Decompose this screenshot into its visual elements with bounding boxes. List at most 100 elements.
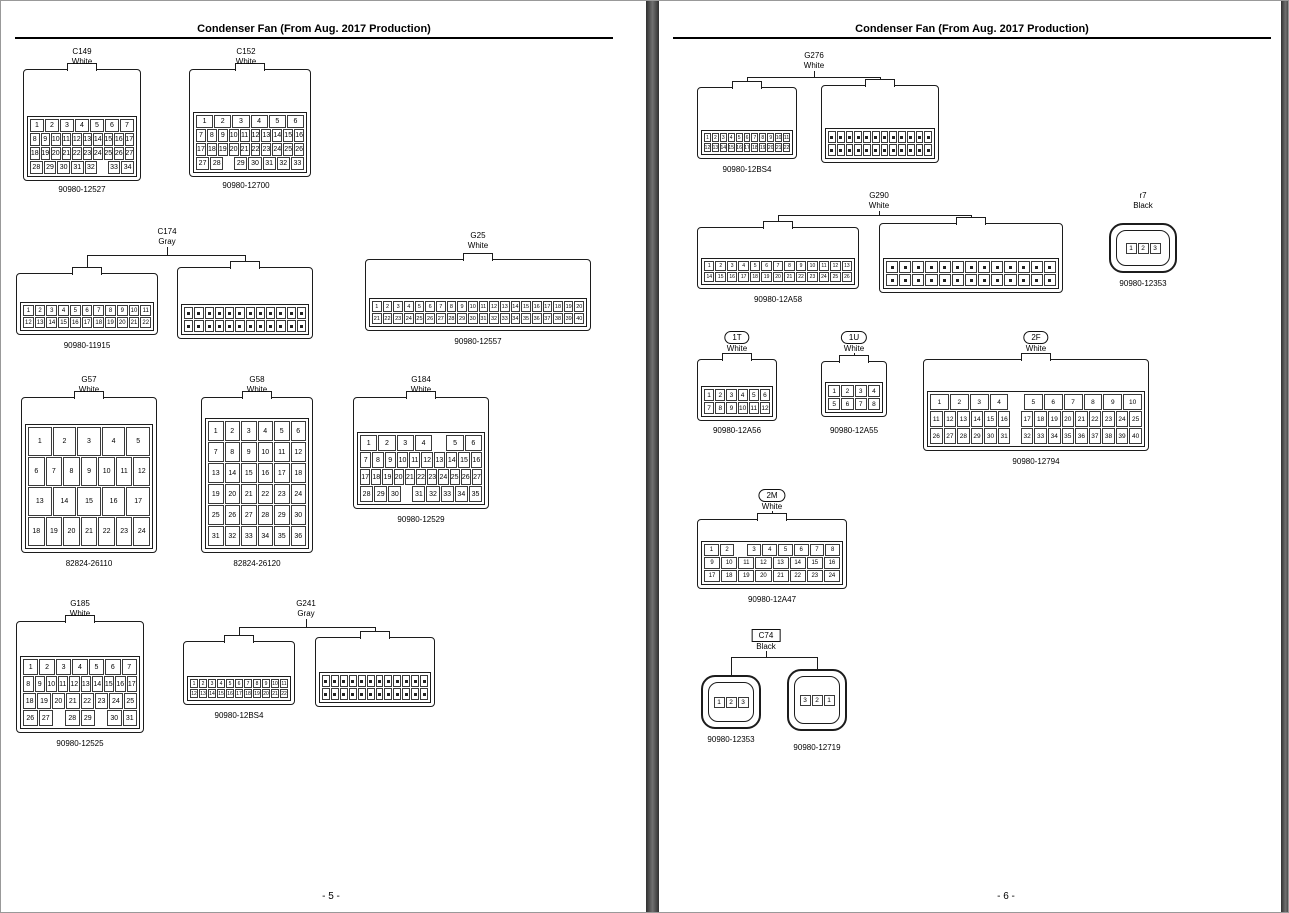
pin-cell: 2 [725,696,737,708]
pin-cell: 26 [841,272,853,282]
pin-cell: 10 [128,305,140,316]
pin-gap [735,544,745,556]
pin-cell: 33 [241,526,257,546]
pin-cell: 26 [460,469,471,485]
connector-id: C174 [157,227,177,236]
pin-cell: 29 [457,313,467,324]
pin-slot [871,131,880,143]
pin-cell: 21 [128,317,140,328]
part-number: 90980-12527 [58,185,106,194]
pin-cell: 1 [704,133,711,142]
pin-cell: 17 [542,301,553,312]
pin-cell: 10 [775,133,783,142]
pin-dot [1008,278,1012,282]
pin-cell: 4 [727,133,735,142]
pin-dot [903,278,907,282]
pin-cell: 1 [828,385,841,397]
pin-cell: 6 [81,305,93,316]
pin-cell: 19 [37,693,51,709]
pin-slot [871,144,880,156]
connector-id: r7 [1139,191,1147,200]
pin-slot [845,144,854,156]
pin-cell: 13 [711,143,719,152]
pin-cell: 1 [713,696,725,708]
pin-cell: 21 [66,693,80,709]
pin-cell: 3 [726,389,737,401]
pin-dot [890,265,894,269]
pin-cell: 12 [133,457,151,486]
pin-dot [360,679,364,683]
pin-cell: 8 [30,133,40,146]
pin-cell: 9 [80,457,98,486]
pin-slot [339,688,348,700]
part-number: 90980-12BS4 [722,165,772,174]
pin-cell: 20 [772,272,784,282]
pin-cell: 16 [997,411,1011,427]
pin-cell: 4 [217,679,225,688]
pin-cell: 11 [409,452,421,468]
pin-cell: 23 [393,313,403,324]
pin-slot [255,307,265,319]
pin-cell: 20 [1061,411,1075,427]
pin-cell: 25 [123,693,137,709]
pin-slot [204,307,214,319]
pin-cell: 18 [244,689,252,698]
pin-dot [916,278,920,282]
pin-cell: 19 [105,317,116,328]
pin-cell: 9 [217,129,228,142]
pin-dot [395,692,399,696]
pin-cell: 9 [726,402,737,414]
pin-dot [299,324,303,328]
page-title-right: Condenser Fan (From Aug. 2017 Production… [855,23,1089,35]
pin-cell: 2 [224,421,240,441]
pin-slot [951,261,964,273]
pin-cell: 11 [748,402,759,414]
pin-cell: 8 [206,129,217,142]
pin-cell: 7 [120,119,134,132]
pin-row [886,274,1057,287]
pin-cell: 21 [61,147,71,160]
pin-dot [333,692,337,696]
pin-cell: 25 [1129,411,1142,427]
pin-slot [880,131,889,143]
pin-cell: 5 [749,261,761,271]
pin-cell: 28 [65,710,80,726]
pin-gap [433,435,445,451]
bracket-riser [879,211,880,215]
pin-slot [889,131,897,143]
pin-slot [255,320,265,332]
latch-tab [1021,353,1051,361]
pin-cell: 3 [1149,242,1161,254]
pin-dot [930,265,934,269]
pin-cell: 7 [208,442,224,462]
pin-cell: 32 [1020,428,1034,444]
pin-cell: 4 [75,119,89,132]
pin-cell: 15 [77,487,101,516]
pin-cell: 13 [261,129,272,142]
pin-cell: 16 [726,272,738,282]
pin-dot [903,265,907,269]
pin-area [825,128,935,159]
pin-cell: 36 [1075,428,1088,444]
pin-dot [882,148,886,152]
pin-cell: 8 [253,679,261,688]
pin-area [181,304,309,335]
pin-cell: 22 [140,317,152,328]
part-number: 90980-11915 [63,341,111,350]
pin-cell: 18 [206,143,217,156]
pin-slot [828,131,836,143]
pin-cell: 5 [274,421,290,441]
pin-cell: 18 [93,317,105,328]
